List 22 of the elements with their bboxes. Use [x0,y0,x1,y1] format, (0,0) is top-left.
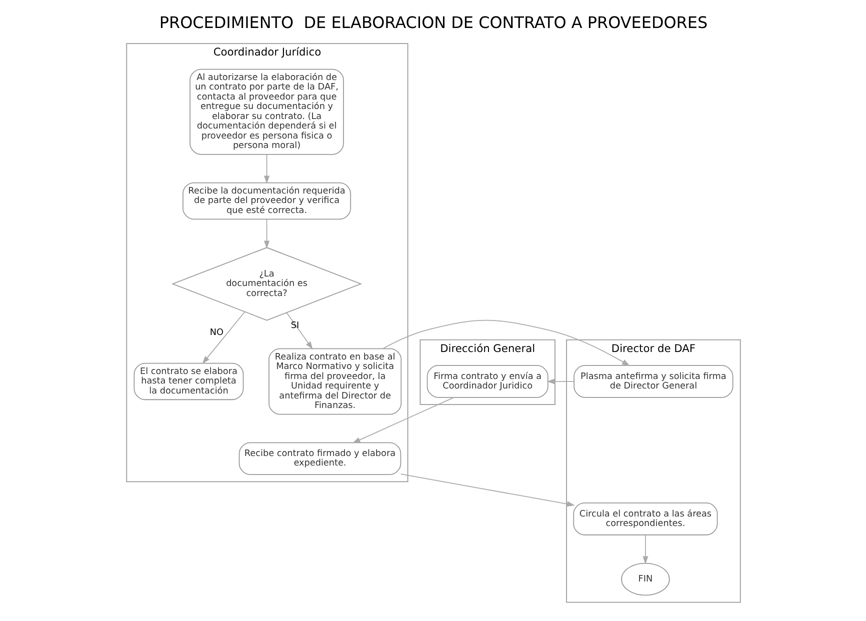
edge-label: SI [290,320,299,331]
node-ellipse: FIN [620,562,670,596]
node-box: Al autorizarse la elaboración de un contrato por parte de la DAF, contacta al proveedor para que entregue su documentación y elaborar su contrato. (La documentación dependerá si el proveedor es persona fisica o persona moral) [189,68,344,155]
node-box: Circula el contrato a las áreas correspondientes. [572,502,718,536]
node-diamond: ¿La documentación es correcta? [171,247,362,321]
arrow [642,534,648,564]
arrow [382,320,630,366]
arrow [352,397,454,444]
diagram-title: PROCEDIMIENTO DE ELABORACION DE CONTRATO A PROVEEDORES [158,12,708,32]
arrow [546,378,574,384]
arrow [263,219,270,249]
edge-label: NO [209,328,223,338]
arrow [400,474,574,507]
arrow [202,312,245,364]
arrow [286,312,312,350]
node-box: El contrato se elabora hasta tener completa la documentación [133,362,244,400]
node-box: Firma contrato y envía a Coordinador Juridico [426,365,548,398]
node-box: Plasma antefirma y solicita firma de Director General [573,365,733,398]
node-box: Recibe la documentación requerida de parte del proveedor y verifica que esté correcta. [182,182,351,220]
arrow [263,154,270,184]
node-box: Recibe contrato firmado y elabora expediente. [238,442,401,476]
node-box: Realiza contrato en base al Marco Normativo y solicita firma del proveedor, la Unidad requirente y antefirma del Director de Finanzas. [268,348,402,415]
